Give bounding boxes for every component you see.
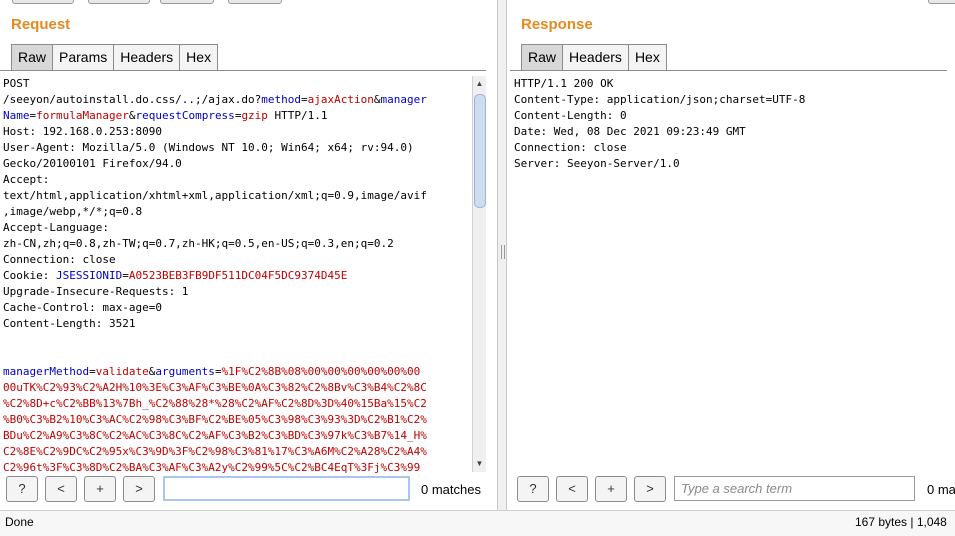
- request-raw-editor[interactable]: POST/seeyon/autoinstall.do.css/..;/ajax.…: [3, 76, 472, 474]
- status-bar: Done 167 bytes | 1,048: [0, 510, 955, 536]
- editor-line: BDu%C2%A9%C3%8C%C2%AC%C3%8C%C2%AF%C3%B2%…: [3, 429, 427, 442]
- response-pane: Response Raw Headers Hex HTTP/1.1 200 OK…: [510, 0, 955, 510]
- editor-line: 00uTK%C2%93%C2%A2H%10%3E%C3%AF%C3%BE%0A%…: [3, 381, 427, 394]
- editor-line: [3, 332, 472, 348]
- editor-line: Date: Wed, 08 Dec 2021 09:23:49 GMT: [514, 125, 746, 138]
- toolbar-button-stub[interactable]: [928, 0, 955, 4]
- request-title: Request: [11, 16, 71, 33]
- toolbar-button-stub[interactable]: [228, 0, 282, 4]
- editor-line: C2%8E%C2%9DC%C2%95x%C3%9D%3F%C2%98%C3%81…: [3, 445, 427, 458]
- response-search-input[interactable]: [674, 476, 915, 501]
- editor-line: zh-CN,zh;q=0.8,zh-TW;q=0.7,zh-HK;q=0.5,e…: [3, 237, 394, 250]
- editor-line: Content-Length: 0: [514, 109, 627, 122]
- toolbar-button-stub[interactable]: [88, 0, 150, 4]
- editor-line: %C2%8D+c%C2%BB%13%7Bh_%C2%88%28*%28%C2%A…: [3, 397, 427, 410]
- editor-line: Upgrade-Insecure-Requests: 1: [3, 285, 189, 298]
- request-pane: Request Raw Params Headers Hex POST/seey…: [0, 0, 497, 510]
- request-tab-params[interactable]: Params: [52, 44, 115, 70]
- previous-button[interactable]: <: [45, 476, 77, 502]
- response-tabs: Raw Headers Hex: [521, 44, 667, 71]
- toolbar-button-stub[interactable]: [160, 0, 214, 4]
- previous-button[interactable]: <: [556, 476, 588, 502]
- editor-line: C2%96t%3F%C3%8D%C2%BA%C3%AF%C3%A2y%C2%99…: [3, 461, 421, 474]
- toolbar-button-stub[interactable]: [12, 0, 74, 4]
- request-tabs: Raw Params Headers Hex: [11, 44, 219, 71]
- editor-line: POST: [3, 77, 30, 90]
- editor-line: Name=formulaManager&requestCompress=gzip…: [3, 109, 328, 122]
- response-raw-editor[interactable]: HTTP/1.1 200 OK Content-Type: application…: [514, 76, 934, 474]
- editor-line: Cookie: JSESSIONID=A0523BEB3FB9DF511DC04…: [3, 269, 348, 282]
- editor-line: Content-Length: 3521: [3, 317, 136, 330]
- response-title: Response: [521, 16, 593, 33]
- add-button[interactable]: +: [595, 476, 627, 502]
- editor-line: Server: Seeyon-Server/1.0: [514, 157, 680, 170]
- pane-splitter[interactable]: [497, 0, 507, 510]
- editor-line: managerMethod=validate&arguments=%1F%C2%…: [3, 365, 421, 378]
- splitter-grip-icon[interactable]: [501, 245, 505, 259]
- editor-line: /seeyon/autoinstall.do.css/..;/ajax.do?m…: [3, 93, 427, 106]
- editor-line: Host: 192.168.0.253:8090: [3, 125, 162, 138]
- editor-line: Accept:: [3, 173, 50, 186]
- editor-line: HTTP/1.1 200 OK: [514, 77, 614, 90]
- scroll-down-arrow-icon[interactable]: ▼: [475, 459, 484, 468]
- help-button[interactable]: ?: [6, 476, 38, 502]
- editor-line: ,image/webp,*/*;q=0.8: [3, 205, 143, 218]
- request-tab-hex[interactable]: Hex: [179, 44, 219, 70]
- scroll-thumb[interactable]: [474, 94, 486, 208]
- tab-underline: [510, 70, 947, 71]
- editor-line: Cache-Control: max-age=0: [3, 301, 162, 314]
- request-search-bar: ? < + > 0 matches: [0, 476, 497, 504]
- response-tab-hex[interactable]: Hex: [627, 44, 667, 70]
- editor-line: text/html,application/xhtml+xml,applicat…: [3, 189, 427, 202]
- editor-line: Connection: close: [514, 141, 627, 154]
- status-text: Done: [5, 515, 34, 529]
- request-tab-headers[interactable]: Headers: [113, 44, 181, 70]
- editor-line: Accept-Language:: [3, 221, 109, 234]
- editor-line: Gecko/20100101 Firefox/94.0: [3, 157, 182, 170]
- next-button[interactable]: >: [123, 476, 155, 502]
- response-tab-headers[interactable]: Headers: [562, 44, 629, 70]
- request-tab-raw[interactable]: Raw: [11, 44, 54, 70]
- editor-line: Content-Type: application/json;charset=U…: [514, 93, 806, 106]
- editor-line: [3, 348, 472, 364]
- editor-line: User-Agent: Mozilla/5.0 (Windows NT 10.0…: [3, 141, 414, 154]
- tab-underline: [0, 70, 486, 71]
- add-button[interactable]: +: [84, 476, 116, 502]
- scroll-up-arrow-icon[interactable]: ▲: [475, 79, 484, 88]
- response-size: 167 bytes | 1,048: [855, 515, 947, 529]
- request-match-count: 0 matches: [421, 482, 481, 497]
- response-match-count: 0 ma: [927, 482, 955, 497]
- request-search-input[interactable]: [163, 476, 410, 501]
- response-tab-raw[interactable]: Raw: [521, 44, 564, 70]
- help-button[interactable]: ?: [517, 476, 549, 502]
- response-search-bar: ? < + > 0 ma: [510, 476, 955, 504]
- request-vertical-scrollbar[interactable]: ▲ ▼: [472, 76, 486, 472]
- editor-line: %B0%C3%B2%10%C3%AC%C2%98%C3%BF%C2%BE%05%…: [3, 413, 427, 426]
- editor-line: Connection: close: [3, 253, 116, 266]
- next-button[interactable]: >: [634, 476, 666, 502]
